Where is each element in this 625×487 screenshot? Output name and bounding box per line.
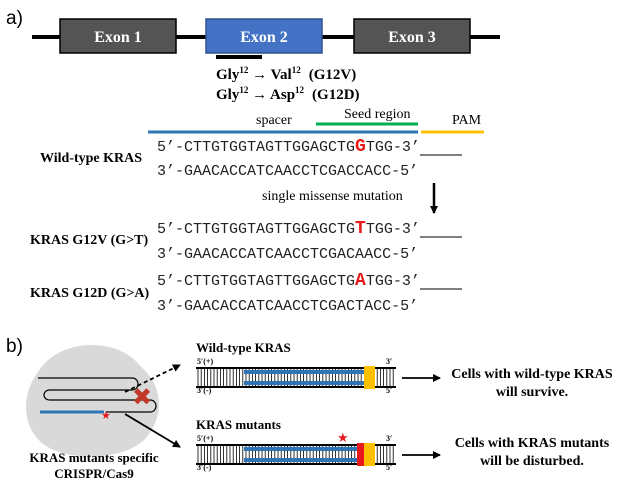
g12v-bottom-strand: 3’-GAACACCATCAACCTCGACAACC-5’	[157, 246, 418, 263]
exon-3: Exon 3	[353, 18, 471, 54]
mutant-dna-title: KRAS mutants	[196, 417, 281, 432]
wt-strand-3p-minus: 3′(-)	[197, 386, 212, 395]
mut-strand-5p: 5′	[386, 463, 392, 472]
cas9-protein-blob	[26, 344, 159, 457]
wt-outcome-line1: Cells with wild-type KRAS	[451, 367, 613, 382]
g12d-label: KRAS G12D (G>A)	[30, 286, 150, 301]
mut-mutation-site	[357, 443, 364, 466]
wt-spacer-segment	[244, 370, 364, 374]
spacer-label: spacer	[256, 113, 292, 128]
mutation-g12d: Gly12 → Asp12(G12D)	[216, 85, 360, 103]
exon-2-label: Exon 2	[240, 29, 288, 46]
mut-strand-3p-minus: 3′(-)	[197, 463, 212, 472]
arrow-to-mutant	[124, 413, 181, 448]
panel-b: b) ★ KRAS mutants specific CRISPR/Cas9 ✖…	[6, 336, 613, 481]
mutant-outcome-line2: will be disturbed.	[480, 454, 584, 469]
guide-mutation-star-icon: ★	[101, 410, 111, 422]
panel-a-label: a)	[6, 8, 23, 29]
exon-2: Exon 2	[205, 18, 323, 54]
wt-spacer-complement	[244, 381, 364, 385]
g12v-top-strand: 5’-CTTGTGGTAGTTGGAGCTGTTGG-3’	[157, 219, 420, 239]
seed-region-label: Seed region	[344, 107, 410, 122]
mutation-star-icon: ★	[337, 430, 349, 445]
cas9-label-line1: KRAS mutants specific	[29, 450, 159, 465]
mut-spacer-complement	[244, 458, 364, 462]
guide-rna-hairpin	[38, 377, 157, 413]
exon-1: Exon 1	[59, 18, 177, 54]
g12v-label: KRAS G12V (G>T)	[30, 233, 149, 248]
mutant-outcome-line1: Cells with KRAS mutants	[455, 436, 610, 451]
exon-1-label: Exon 1	[94, 29, 142, 46]
wt-dna-title: Wild-type KRAS	[196, 340, 291, 355]
arrow-to-wild-type	[124, 364, 181, 393]
wild-type-label: Wild-type KRAS	[40, 151, 142, 166]
wild-type-bottom-strand: 3’-GAACACCATCAACCTCGACCACC-5’	[157, 163, 418, 180]
wt-strand-5p-plus: 5′(+)	[197, 357, 213, 366]
svg-text:Gly12 → Asp12(G12D): Gly12 → Asp12(G12D)	[216, 85, 360, 103]
wt-pam-segment	[364, 366, 375, 389]
mut-strand-5p-plus: 5′(+)	[197, 434, 213, 443]
pam-label: PAM	[452, 113, 482, 128]
mutation-g12v: Gly12 → Val12(G12V)	[216, 65, 356, 83]
panel-a: a) Exon 1 Exon 2 Exon 3 Gly12 → Val12(G1…	[6, 8, 500, 315]
cross-icon: ✖	[132, 384, 152, 411]
wt-outcome-line2: will survive.	[496, 385, 568, 400]
g12d-bottom-strand: 3’-GAACACCATCAACCTCGACTACC-5’	[157, 298, 418, 315]
wild-type-top-strand: 5’-CTTGTGGTAGTTGGAGCTGGTGG-3’	[157, 137, 420, 157]
g12d-top-strand: 5’-CTTGTGGTAGTTGGAGCTGATGG-3’	[157, 271, 420, 291]
wt-strand-3p: 3′	[386, 357, 392, 366]
missense-mutation-note: single missense mutation	[262, 189, 403, 204]
mut-spacer-segment	[244, 447, 364, 451]
mut-strand-3p: 3′	[386, 434, 392, 443]
wt-strand-5p: 5′	[386, 386, 392, 395]
mut-pam-segment	[364, 443, 375, 466]
cas9-label-line2: CRISPR/Cas9	[54, 466, 134, 481]
panel-b-label: b)	[6, 336, 23, 357]
svg-text:Gly12 → Val12(G12V): Gly12 → Val12(G12V)	[216, 65, 356, 83]
exon-3-label: Exon 3	[388, 29, 436, 46]
